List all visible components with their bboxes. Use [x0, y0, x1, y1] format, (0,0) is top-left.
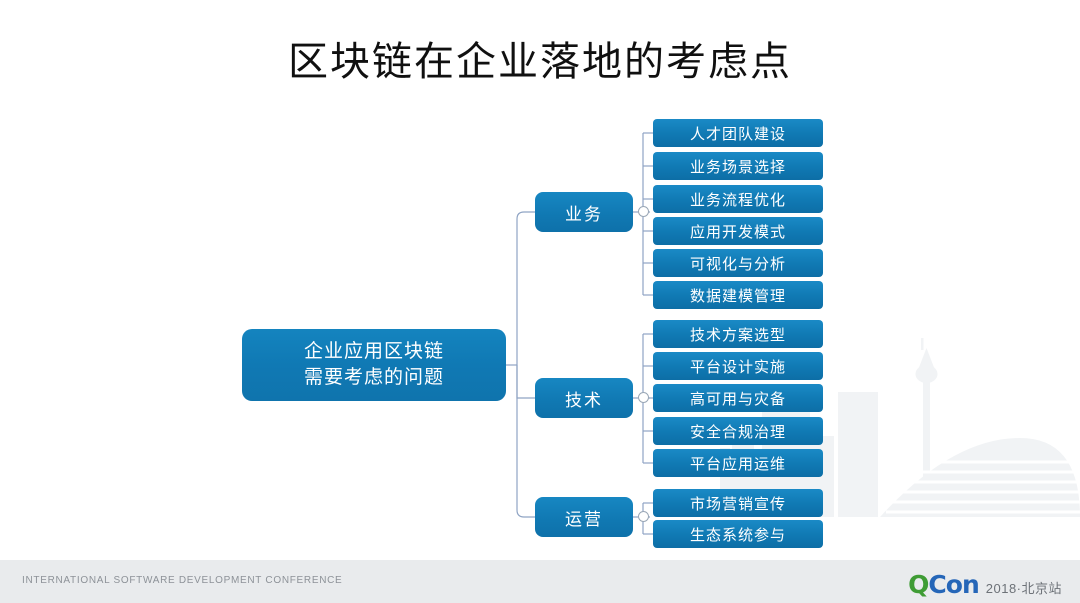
hub-dot-technology[interactable] [638, 392, 649, 403]
leaf-node[interactable]: 应用开发模式 [653, 217, 823, 245]
leaf-node[interactable]: 平台应用运维 [653, 449, 823, 477]
mindmap: 企业应用区块链 需要考虑的问题 业务 技术 运营 人才团队建设 业务场景选择 业… [242, 119, 823, 548]
leaf-node[interactable]: 业务流程优化 [653, 185, 823, 213]
qcon-logo: Q Con 2018·北京站 [908, 570, 1062, 599]
leaf-node[interactable]: 数据建模管理 [653, 281, 823, 309]
leaf-node[interactable]: 平台设计实施 [653, 352, 823, 380]
root-line-2: 需要考虑的问题 [303, 367, 444, 388]
leaf-node[interactable]: 可视化与分析 [653, 249, 823, 277]
hub-dot-business[interactable] [638, 206, 649, 217]
leaf-node[interactable]: 安全合规治理 [653, 417, 823, 445]
leaf-node[interactable]: 高可用与灾备 [653, 384, 823, 412]
mindmap-root-node[interactable]: 企业应用区块链 需要考虑的问题 [242, 329, 506, 401]
hub-dot-operations[interactable] [638, 511, 649, 522]
branch-node-technology[interactable]: 技术 [535, 378, 633, 418]
mindmap-connectors [506, 132, 653, 535]
branch-node-operations[interactable]: 运营 [535, 497, 633, 537]
leaf-node[interactable]: 市场营销宣传 [653, 489, 823, 517]
footer-conference-text: INTERNATIONAL SOFTWARE DEVELOPMENT CONFE… [22, 575, 343, 586]
leaf-node[interactable]: 技术方案选型 [653, 320, 823, 348]
branch-node-business[interactable]: 业务 [535, 192, 633, 232]
leaf-node[interactable]: 人才团队建设 [653, 119, 823, 147]
qcon-logo-q: Q [908, 570, 929, 599]
page-title: 区块链在企业落地的考虑点 [288, 40, 792, 84]
leaf-node[interactable]: 业务场景选择 [653, 152, 823, 180]
qcon-logo-con: Con [928, 570, 979, 599]
footer-bar: INTERNATIONAL SOFTWARE DEVELOPMENT CONFE… [0, 560, 1080, 603]
root-line-1: 企业应用区块链 [303, 341, 444, 362]
qcon-edition-label: 2018·北京站 [985, 581, 1062, 596]
leaf-node[interactable]: 生态系统参与 [653, 520, 823, 548]
